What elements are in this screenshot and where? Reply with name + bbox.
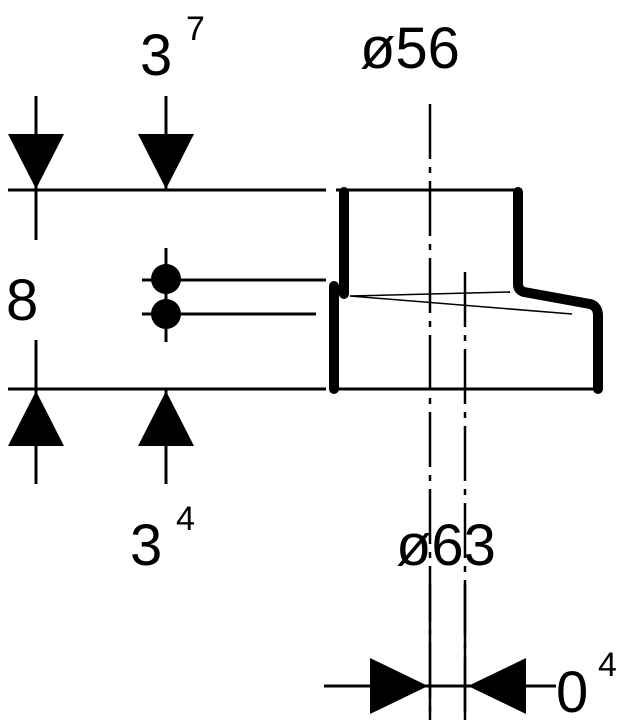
bottom-left-dimension-base: 3 — [130, 513, 162, 578]
top-left-dimension-base: 3 — [140, 23, 172, 88]
reducer-left-wall — [329, 187, 349, 394]
left-bottom-arrow — [8, 391, 64, 446]
offset-right-arrow — [468, 658, 526, 714]
top-right-diameter-label: ø56 — [360, 16, 460, 81]
offset-dimension-base: 0 — [556, 660, 588, 720]
left-top-arrow — [8, 134, 64, 189]
middle-left-dimension-label: 8 — [6, 268, 38, 333]
lower-center-dot — [151, 299, 181, 329]
reducer-right-wall — [513, 187, 603, 394]
inner-bottom-arrow — [138, 391, 194, 446]
bottom-left-dimension-sup: 4 — [176, 500, 195, 538]
taper-line-lower — [349, 295, 573, 315]
offset-dimension-sup: 4 — [598, 646, 617, 684]
bottom-right-diameter-label: ø63 — [396, 513, 496, 578]
offset-left-arrow — [370, 658, 428, 714]
upper-center-dot — [151, 264, 181, 294]
top-left-dimension-sup: 7 — [186, 10, 205, 48]
inner-top-arrow — [138, 134, 194, 189]
